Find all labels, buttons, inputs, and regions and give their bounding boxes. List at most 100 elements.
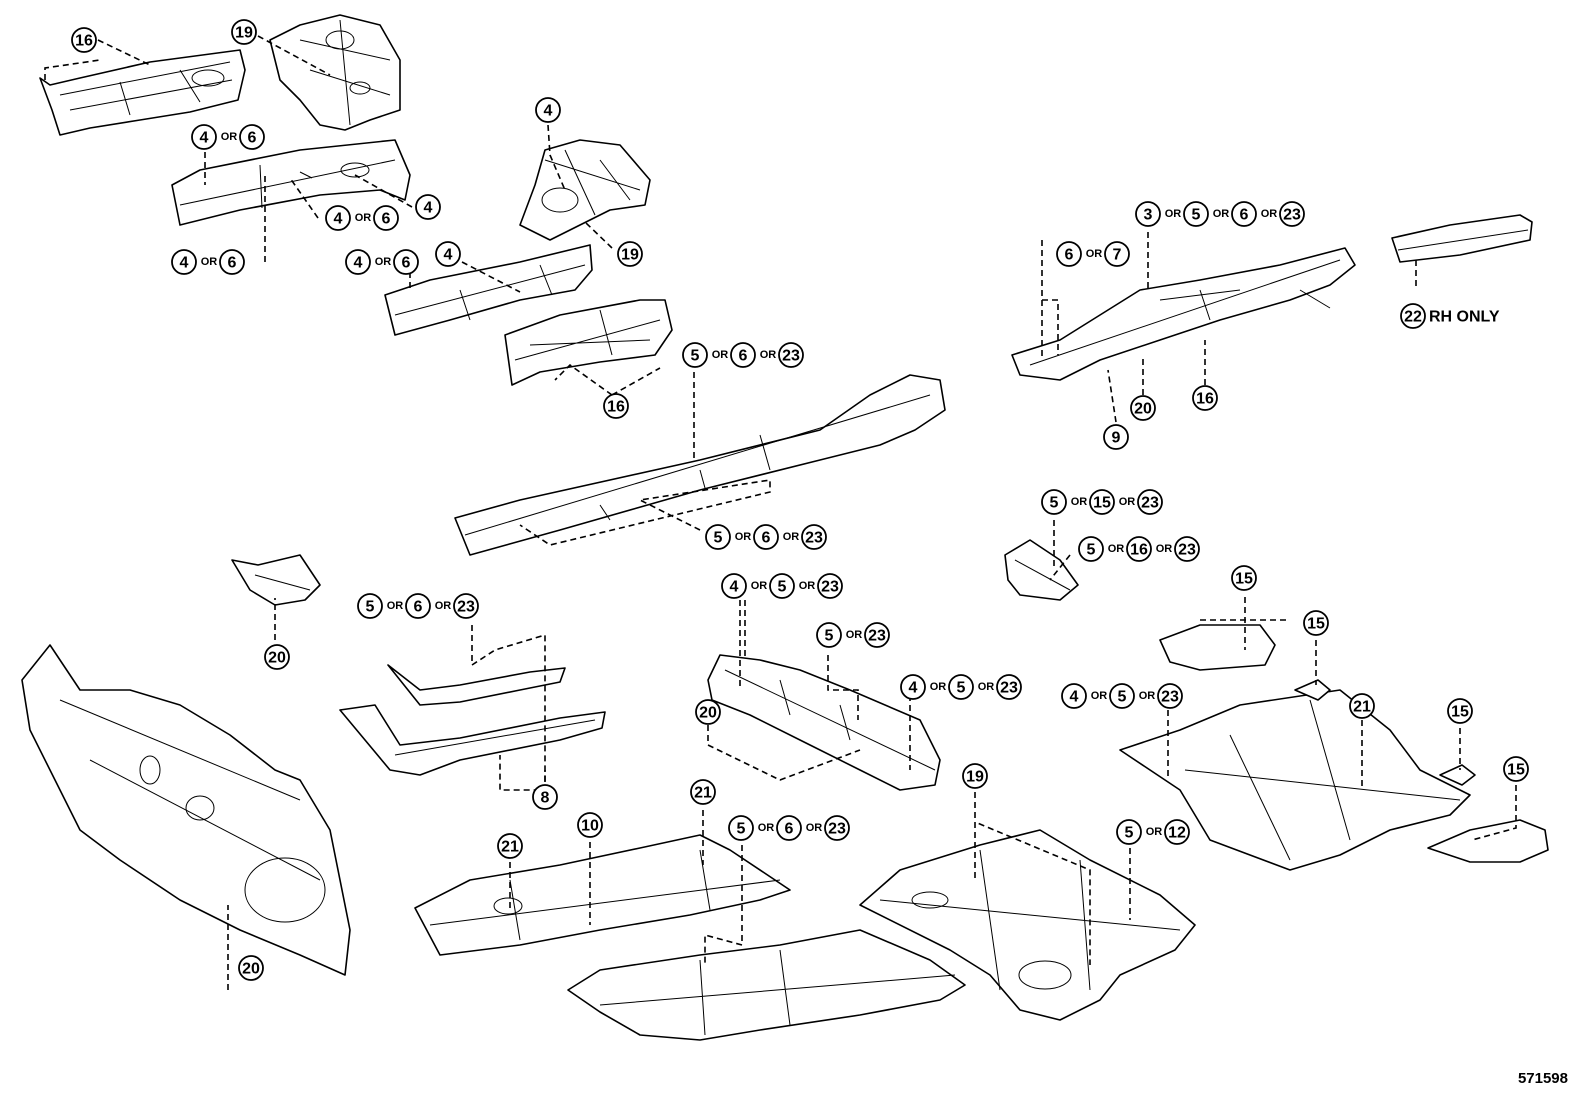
callout-21: 21 bbox=[690, 779, 716, 805]
or-separator: OR bbox=[1108, 543, 1125, 555]
reference-number: 5 bbox=[1125, 825, 1134, 842]
reference-number: 19 bbox=[235, 25, 253, 42]
or-separator: OR bbox=[1139, 690, 1156, 702]
reference-circle bbox=[1137, 489, 1163, 515]
reference-circle bbox=[1130, 395, 1156, 421]
part-rear-extension-rh bbox=[1391, 214, 1533, 263]
reference-circle bbox=[393, 249, 419, 275]
or-separator: OR bbox=[1086, 248, 1103, 260]
or-separator: OR bbox=[760, 349, 777, 361]
reference-number: 23 bbox=[1141, 495, 1159, 512]
reference-circle bbox=[535, 97, 561, 123]
reference-circle bbox=[705, 524, 731, 550]
or-separator: OR bbox=[930, 681, 947, 693]
or-separator: OR bbox=[201, 256, 218, 268]
or-separator: OR bbox=[1146, 826, 1163, 838]
reference-circle bbox=[191, 124, 217, 150]
reference-number: 6 bbox=[414, 599, 423, 616]
reference-circle bbox=[900, 674, 926, 700]
reference-circle bbox=[239, 124, 265, 150]
reference-number: 4 bbox=[180, 255, 189, 272]
or-separator: OR bbox=[1261, 208, 1278, 220]
part-wheel-apron bbox=[519, 139, 651, 241]
reference-circle bbox=[357, 593, 383, 619]
or-separator: OR bbox=[1071, 496, 1088, 508]
reference-circle bbox=[1135, 201, 1161, 227]
callout-4: 4 bbox=[535, 97, 561, 123]
reference-circle bbox=[1349, 693, 1375, 719]
reference-circle bbox=[325, 205, 351, 231]
reference-circle bbox=[1231, 565, 1257, 591]
reference-circle bbox=[238, 955, 264, 981]
or-separator: OR bbox=[758, 822, 775, 834]
reference-number: 4 bbox=[909, 680, 918, 697]
callout-4: 4 bbox=[435, 241, 461, 267]
reference-circle bbox=[1109, 683, 1135, 709]
callout-19: 19 bbox=[617, 241, 643, 267]
part-floor-side-member bbox=[454, 374, 946, 556]
reference-number: 15 bbox=[1507, 762, 1525, 779]
reference-number: 20 bbox=[242, 961, 260, 978]
reference-number: 5 bbox=[737, 821, 746, 838]
reference-circle bbox=[690, 779, 716, 805]
reference-circle bbox=[532, 784, 558, 810]
reference-circle bbox=[962, 763, 988, 789]
reference-circle bbox=[695, 699, 721, 725]
reference-circle bbox=[345, 249, 371, 275]
reference-number: 4 bbox=[354, 255, 363, 272]
reference-number: 4 bbox=[334, 211, 343, 228]
reference-number: 23 bbox=[1000, 680, 1018, 697]
reference-circle bbox=[824, 815, 850, 841]
reference-number: 6 bbox=[762, 530, 771, 547]
part-rear-floor-pan-middle bbox=[859, 829, 1196, 1021]
leader-lines bbox=[44, 35, 1517, 990]
reference-number: 7 bbox=[1113, 247, 1122, 264]
reference-number: 23 bbox=[1283, 207, 1301, 224]
reference-number: 23 bbox=[1161, 689, 1179, 706]
reference-circle bbox=[801, 524, 827, 550]
reference-circle bbox=[373, 205, 399, 231]
reference-circle bbox=[231, 19, 257, 45]
callout-16: 16 bbox=[71, 27, 97, 53]
reference-circle bbox=[1104, 241, 1130, 267]
part-bracket-left bbox=[231, 554, 321, 606]
callout-4: 4 bbox=[415, 194, 441, 220]
reference-circle bbox=[1056, 241, 1082, 267]
reference-number: 5 bbox=[825, 628, 834, 645]
callout-20: 20 bbox=[264, 644, 290, 670]
part-rear-bracket-upper bbox=[1159, 624, 1276, 671]
reference-circle bbox=[219, 249, 245, 275]
part-floor-crossmember-lower bbox=[339, 704, 606, 776]
part-front-side-member-upper-left bbox=[39, 49, 246, 136]
part-rear-bracket-small-b bbox=[1439, 764, 1476, 786]
reference-number: 4 bbox=[444, 247, 453, 264]
reference-number: 15 bbox=[1235, 571, 1253, 588]
reference-number: 20 bbox=[699, 705, 717, 722]
reference-circle bbox=[1447, 698, 1473, 724]
or-separator: OR bbox=[221, 131, 238, 143]
reference-circle bbox=[948, 674, 974, 700]
or-separator: OR bbox=[1213, 208, 1230, 220]
part-rear-floor-extension bbox=[1427, 819, 1549, 863]
part-front-floor-pan-center bbox=[567, 929, 966, 1041]
callout-20: 20 bbox=[238, 955, 264, 981]
reference-number: 23 bbox=[457, 599, 475, 616]
reference-number: 15 bbox=[1307, 616, 1325, 633]
reference-circle bbox=[1164, 819, 1190, 845]
reference-circle bbox=[1103, 424, 1129, 450]
callout-note: RH ONLY bbox=[1429, 309, 1500, 326]
callout-19: 19 bbox=[231, 19, 257, 45]
reference-circle bbox=[730, 342, 756, 368]
